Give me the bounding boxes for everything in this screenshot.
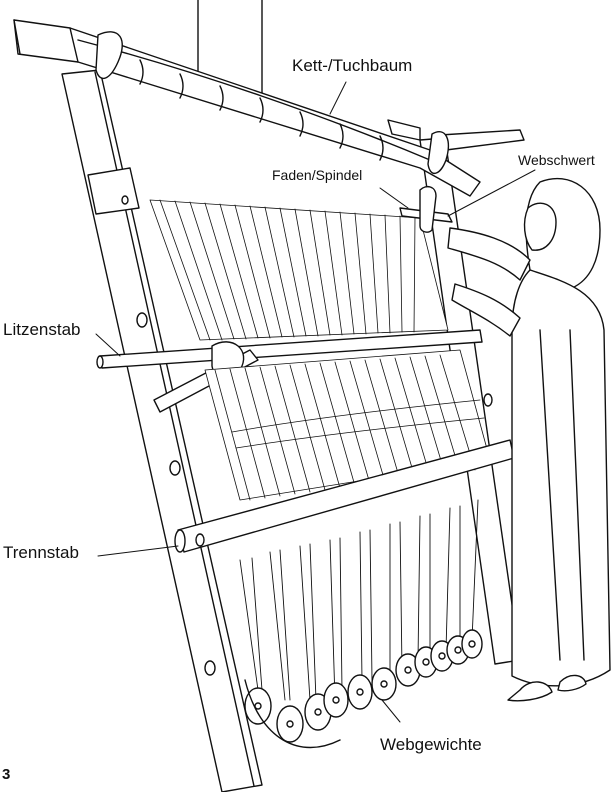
label-faden-spindel: Faden/Spindel <box>272 168 362 182</box>
label-webgewichte: Webgewichte <box>380 736 482 753</box>
label-litzenstab: Litzenstab <box>3 321 81 338</box>
warp-threads-upper <box>150 200 448 340</box>
label-webschwert: Webschwert <box>518 153 595 167</box>
page-number: 3 <box>2 766 10 783</box>
loom-weights <box>245 630 482 748</box>
label-trennstab: Trennstab <box>3 544 79 561</box>
label-kett-tuchbaum: Kett-/Tuchbaum <box>292 57 412 74</box>
